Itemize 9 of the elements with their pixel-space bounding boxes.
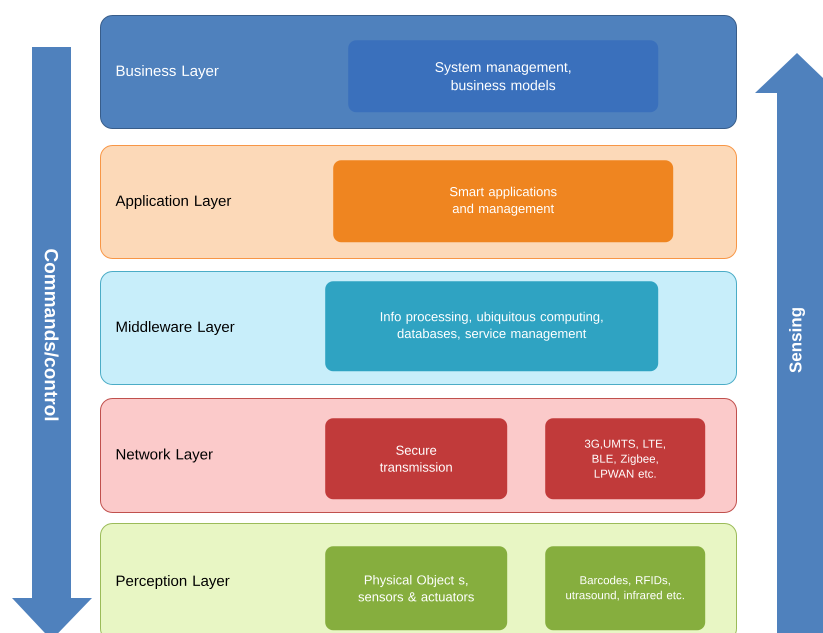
component-box: System management, business models xyxy=(348,40,658,112)
component-box: Secure transmission xyxy=(325,418,508,500)
component-box: Barcodes, RFIDs, utrasound, infrared etc. xyxy=(545,546,706,630)
component-box: Physical Object s, sensors & actuators xyxy=(325,546,508,630)
component-box: Info processing, ubiquitous computing, databases, service management xyxy=(325,281,658,372)
direction-label: Commands/control xyxy=(44,249,59,420)
component-box: Smart applications and management xyxy=(333,160,674,242)
component-box: 3G,UMTS, LTE, BLE, Zigbee, LPWAN etc. xyxy=(545,418,706,500)
direction-label: Sensing xyxy=(789,308,805,373)
